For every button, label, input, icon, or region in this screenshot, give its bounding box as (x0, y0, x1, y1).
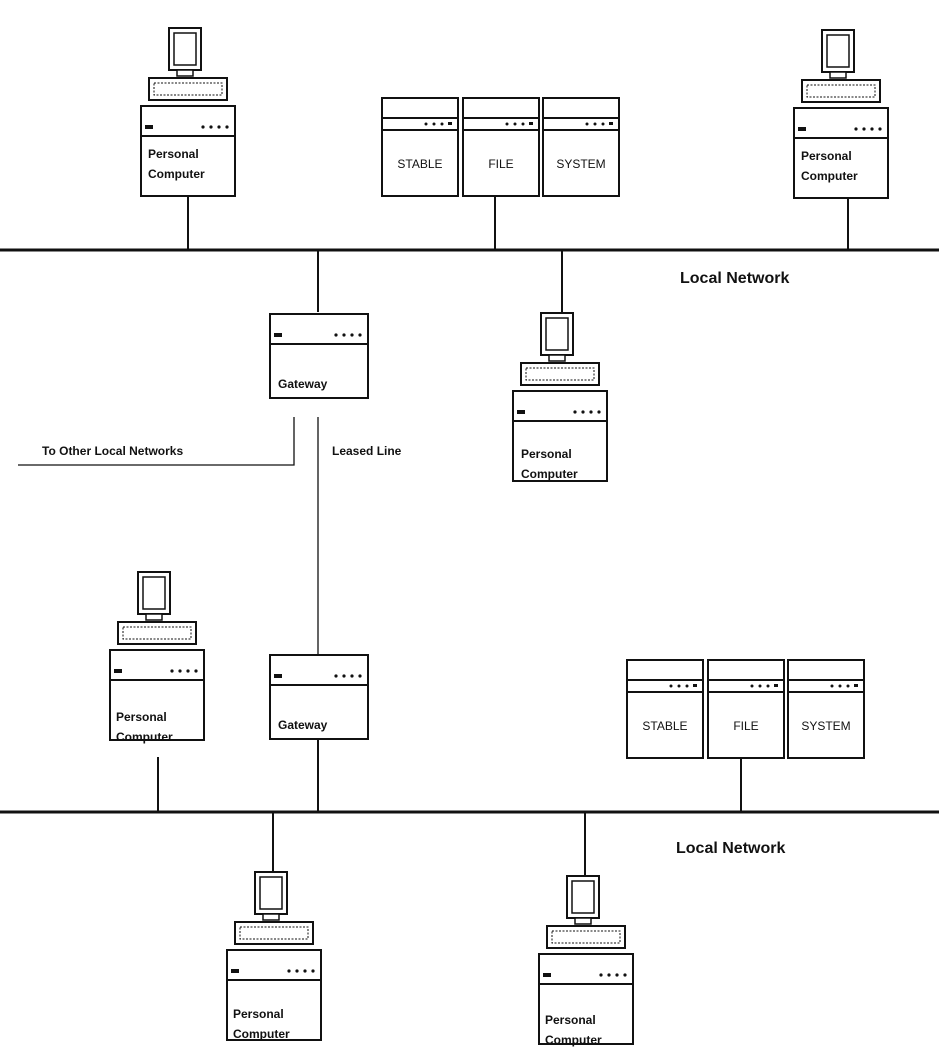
server-label-system: SYSTEM (801, 719, 850, 733)
server-label-file: FILE (488, 157, 513, 171)
pc-label-line2: Computer (116, 730, 173, 744)
file-server-icon (462, 97, 540, 197)
pc-label-line2: Computer (148, 167, 205, 181)
personal-computer: Personal Computer (538, 875, 634, 1047)
gateway-label: Gateway (278, 377, 328, 391)
server-label-stable: STABLE (397, 157, 442, 171)
server-cabinet: STABLE (626, 659, 704, 759)
pc-label-line2: Computer (521, 467, 578, 481)
file-server-icon (787, 659, 865, 759)
server-cabinet: SYSTEM (542, 97, 620, 197)
server-cabinet: STABLE (381, 97, 459, 197)
personal-computer: Personal Computer (793, 29, 889, 199)
gateway: Gateway (269, 313, 369, 399)
pc-label-line1: Personal (801, 149, 852, 163)
personal-computer: Personal Computer (226, 871, 322, 1041)
personal-computer: Personal Computer (109, 571, 205, 744)
file-server-icon (707, 659, 785, 759)
server-label-stable: STABLE (642, 719, 687, 733)
gateway-label: Gateway (278, 718, 328, 732)
pc-label-line1: Personal (521, 447, 572, 461)
other-networks-cable (18, 417, 295, 466)
file-server-icon (381, 97, 459, 197)
pc-label-line1: Personal (545, 1013, 596, 1027)
local-network-label: Local Network (676, 840, 785, 857)
local-network-label: Local Network (680, 270, 789, 287)
file-server-icon (626, 659, 704, 759)
file-server-icon (542, 97, 620, 197)
leased-line-label: Leased Line (332, 444, 402, 458)
personal-computer: Personal Computer (140, 27, 236, 197)
pc-label-line1: Personal (116, 710, 167, 724)
server-cabinet: FILE (462, 97, 540, 197)
server-label-system: SYSTEM (556, 157, 605, 171)
personal-computer: Personal Computer (512, 312, 608, 482)
server-cabinet: SYSTEM (787, 659, 865, 759)
pc-label-line1: Personal (148, 147, 199, 161)
gateway: Gateway (269, 654, 369, 740)
stable-file-system-servers: STABLE FILE SYSTEM (626, 659, 865, 759)
to-other-networks-label: To Other Local Networks (42, 444, 183, 458)
pc-label-line2: Computer (545, 1033, 602, 1047)
stable-file-system-servers: STABLE FILE SYSTEM (381, 97, 620, 197)
server-cabinet: FILE (707, 659, 785, 759)
pc-label-line2: Computer (801, 169, 858, 183)
pc-label-line1: Personal (233, 1007, 284, 1021)
server-label-file: FILE (733, 719, 758, 733)
pc-label-line2: Computer (233, 1027, 290, 1041)
